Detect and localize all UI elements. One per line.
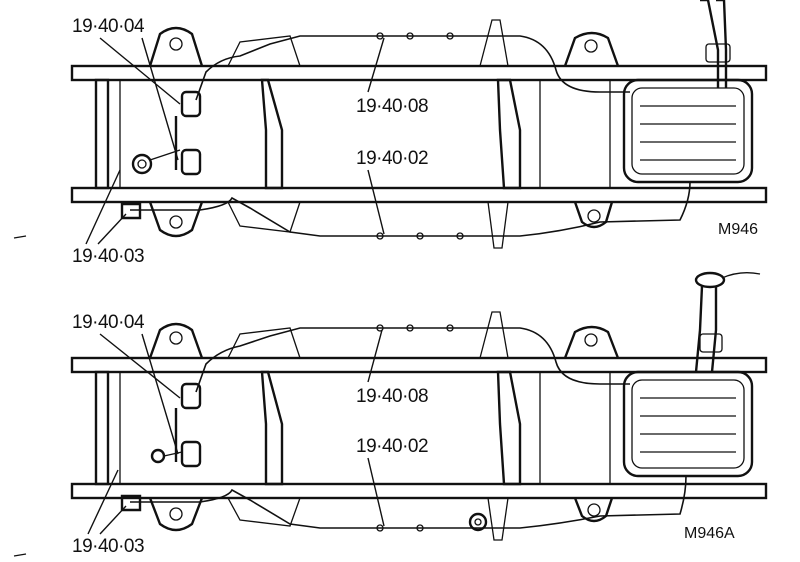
label-19-40-04-bottom: 19·40·04 (72, 312, 145, 333)
label-19-40-02-top: 19·40·02 (356, 148, 428, 169)
part-labels-bottom: 19·40·04 19·40·08 19·40·02 19·40·03 M946… (72, 312, 735, 557)
label-19-40-04-top: 19·40·04 (72, 16, 145, 37)
scan-mark (13, 235, 27, 239)
fuel-tank-top (622, 0, 754, 184)
chassis-diagram-top: 19·40·04 19·40·08 19·40·02 19·40·03 M946 (70, 0, 768, 267)
fuel-pump-assembly-top (120, 90, 202, 220)
figure-ref-top: M946 (718, 221, 758, 238)
label-19-40-08-top: 19·40·08 (356, 96, 428, 117)
part-labels-top: 19·40·04 19·40·08 19·40·02 19·40·03 M946 (72, 16, 758, 267)
chassis-diagram-bottom: 19·40·04 19·40·08 19·40·02 19·40·03 M946… (70, 271, 768, 557)
fuel-pipes-bottom (130, 324, 687, 532)
chassis-frame-top (70, 19, 768, 249)
chassis-frame-bottom (70, 311, 768, 541)
label-19-40-03-top: 19·40·03 (72, 246, 144, 267)
figure-ref-bottom: M946A (684, 525, 735, 542)
fuel-tank-bottom (622, 271, 761, 478)
fuel-pipes-top (130, 32, 691, 240)
fuel-pump-assembly-bottom (120, 382, 202, 512)
scan-mark (13, 553, 27, 557)
label-19-40-02-bottom: 19·40·02 (356, 436, 428, 457)
label-19-40-08-bottom: 19·40·08 (356, 386, 428, 407)
label-19-40-03-bottom: 19·40·03 (72, 536, 144, 557)
